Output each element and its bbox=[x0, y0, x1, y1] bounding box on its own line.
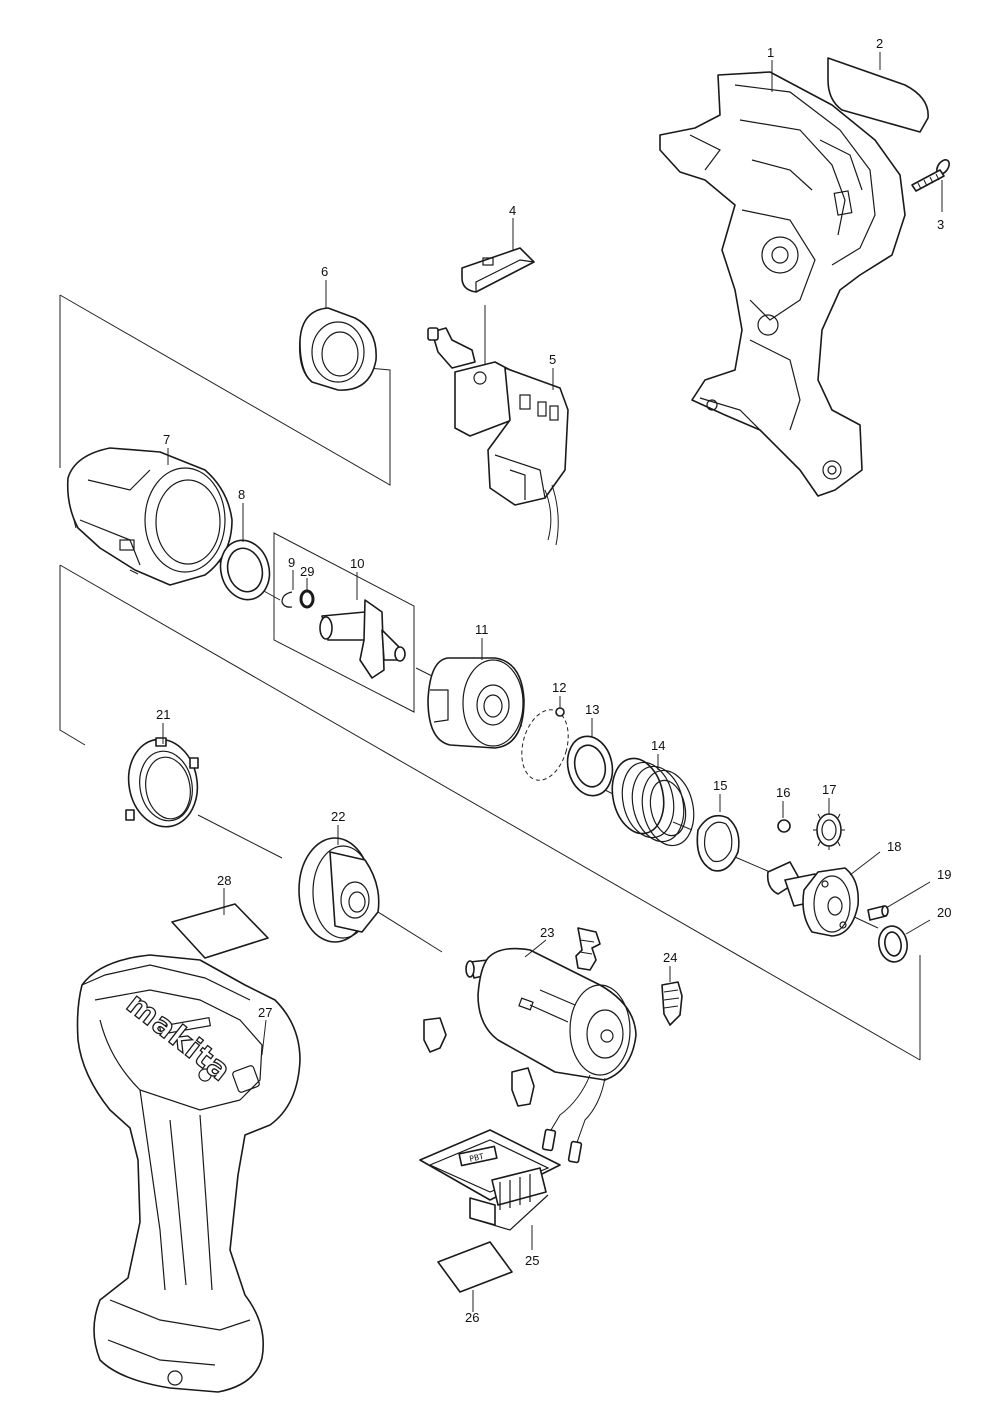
callout-17: 17 bbox=[822, 782, 836, 797]
callout-11: 11 bbox=[475, 622, 489, 637]
callout-12: 12 bbox=[552, 680, 566, 695]
callout-10: 10 bbox=[350, 556, 364, 571]
spindle-group-box bbox=[273, 532, 415, 713]
assembly-guide-lines bbox=[59, 294, 921, 1061]
controller-heatsink bbox=[419, 1129, 561, 1231]
callout-29: 29 bbox=[300, 564, 314, 579]
housing-half-left: makita bbox=[76, 954, 301, 1393]
dc-motor bbox=[465, 947, 637, 1164]
snap-ring bbox=[281, 591, 293, 608]
leader-lines bbox=[162, 52, 943, 1312]
callout-6: 6 bbox=[321, 264, 328, 279]
callout-19: 19 bbox=[937, 867, 951, 882]
callout-3: 3 bbox=[937, 217, 944, 232]
callout-7: 7 bbox=[163, 432, 170, 447]
callout-14: 14 bbox=[651, 738, 665, 753]
callout-9: 9 bbox=[288, 555, 295, 570]
tapping-screw bbox=[911, 159, 950, 192]
callout-8: 8 bbox=[238, 487, 245, 502]
flat-washer-8 bbox=[219, 539, 271, 601]
callout-16: 16 bbox=[776, 785, 790, 800]
callout-20: 20 bbox=[937, 905, 951, 920]
nameplate-label bbox=[827, 57, 929, 133]
hammer-case-ring bbox=[298, 307, 377, 391]
callout-23: 23 bbox=[540, 925, 554, 940]
callout-24: 24 bbox=[663, 950, 677, 965]
callout-25: 25 bbox=[525, 1253, 539, 1268]
callout-21: 21 bbox=[156, 707, 170, 722]
callout-28: 28 bbox=[217, 873, 231, 888]
callout-2: 2 bbox=[876, 36, 883, 51]
callout-numbers: 1 2 3 4 5 6 7 8 9 29 10 11 12 13 14 15 1… bbox=[156, 36, 951, 1325]
label-26 bbox=[437, 1241, 513, 1293]
callout-1: 1 bbox=[767, 45, 774, 60]
o-ring bbox=[299, 589, 315, 609]
internal-gear bbox=[125, 737, 199, 828]
carbon-brush-holder-24 bbox=[661, 981, 683, 1026]
trigger-switch bbox=[427, 327, 569, 546]
callout-5: 5 bbox=[549, 352, 556, 367]
housing-half-right bbox=[659, 71, 906, 497]
bearing-retainer bbox=[298, 837, 380, 943]
flat-washer-13 bbox=[566, 735, 614, 797]
compression-spring bbox=[611, 757, 695, 847]
steel-ball-16 bbox=[777, 819, 791, 833]
callout-13: 13 bbox=[585, 702, 599, 717]
flat-washer-20 bbox=[878, 925, 908, 963]
spindle bbox=[766, 861, 860, 937]
hammer bbox=[427, 657, 525, 749]
callout-22: 22 bbox=[331, 809, 345, 824]
carbon-brush-holders bbox=[423, 927, 601, 1107]
anvil bbox=[319, 599, 406, 679]
callout-4: 4 bbox=[509, 203, 516, 218]
callout-26: 26 bbox=[465, 1310, 479, 1325]
hammer-case-cover bbox=[66, 447, 233, 586]
label-28 bbox=[171, 903, 269, 959]
pin bbox=[867, 905, 889, 921]
callout-18: 18 bbox=[887, 839, 901, 854]
heatsink-chip-text: PBT bbox=[469, 1152, 485, 1164]
steel-ball bbox=[521, 707, 569, 781]
flat-washer-15 bbox=[696, 814, 740, 872]
spur-gear bbox=[813, 810, 845, 850]
switch-lever-cover bbox=[461, 247, 535, 293]
callout-15: 15 bbox=[713, 778, 727, 793]
callout-27: 27 bbox=[258, 1005, 272, 1020]
